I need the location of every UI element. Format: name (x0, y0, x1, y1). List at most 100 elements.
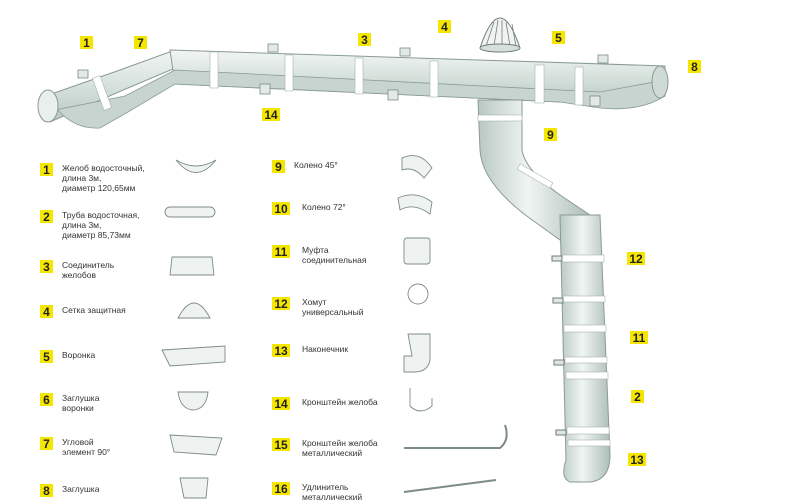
badge-number: 3 (43, 260, 50, 274)
legend-item-14: 14 Кронштейн желоба (272, 397, 378, 411)
callout-9: 9 (544, 128, 557, 142)
legend-label-line: Кронштейн желоба (302, 438, 378, 448)
badge-number: 14 (274, 397, 288, 411)
badge-bg (272, 245, 290, 258)
badge-number: 3 (361, 33, 368, 47)
badge-number: 7 (43, 437, 50, 451)
callout-4: 4 (438, 20, 451, 34)
badge-bg (134, 36, 147, 49)
mesh-thumb-icon (177, 302, 211, 319)
legend-badge-12: 12 (272, 297, 290, 311)
badge-number: 2 (634, 390, 641, 404)
badge-bg (40, 437, 53, 450)
badge-bg (262, 108, 280, 121)
legend-badge-9: 9 (272, 160, 285, 174)
badge-number: 12 (274, 297, 288, 311)
badge-bg (438, 20, 451, 33)
downpipe-vertical (559, 214, 611, 483)
callout-11: 11 (630, 331, 648, 345)
badge-number: 1 (83, 36, 90, 50)
badge-bg (628, 453, 646, 466)
legend-item-10: 10 Колено 72° (272, 202, 346, 216)
badge-number: 10 (274, 202, 288, 216)
legend-label-line: Удлинитель (302, 482, 349, 492)
badge-bg (544, 128, 557, 141)
legend-label-line: металлический (302, 448, 362, 458)
legend-label-line: Колено 72° (302, 202, 346, 212)
legend-badge-10: 10 (272, 202, 290, 216)
legend-item-5: 5 Воронка (40, 350, 95, 364)
clamp-thumb-icon (407, 283, 429, 305)
callout-8: 8 (688, 60, 701, 74)
legend-badge-5: 5 (40, 350, 53, 364)
legend-label-line: желобов (62, 270, 97, 280)
legend-badge-15: 15 (272, 438, 290, 452)
gutter-right-end-cap (651, 65, 669, 99)
leaf-guard-mesh (479, 17, 521, 53)
legend-label-line: металлический (302, 492, 362, 500)
badge-number: 4 (441, 20, 448, 34)
callout-12: 12 (627, 252, 645, 266)
callout-14: 14 (262, 108, 280, 122)
legend-badge-7: 7 (40, 437, 53, 451)
badge-number: 5 (555, 31, 562, 45)
corner-thumb-icon (169, 434, 223, 456)
legend-label-line: Воронка (62, 350, 95, 360)
legend-label-line: Заглушка (62, 484, 100, 494)
callout-13: 13 (628, 453, 646, 467)
connector-thumb-icon (169, 256, 215, 276)
end-cap-thumb-icon (179, 477, 209, 499)
badge-number: 6 (43, 393, 50, 407)
funnel-cap-thumb-icon (177, 391, 209, 411)
badge-number: 12 (629, 252, 643, 266)
legend-badge-1: 1 (40, 163, 53, 177)
legend-label-line: воронки (62, 403, 94, 413)
part-thumbnails (161, 155, 508, 499)
badge-number: 9 (547, 128, 554, 142)
legend-badge-13: 13 (272, 344, 290, 358)
legend-label-line: Угловой (62, 437, 94, 447)
legend-badge-11: 11 (272, 245, 290, 259)
gutter-connector-bands (92, 51, 584, 111)
badge-bg (40, 305, 53, 318)
badge-bg (627, 252, 645, 265)
legend-label-line: Колено 45° (294, 160, 338, 170)
outlet-thumb-icon (403, 333, 431, 373)
legend-badge-16: 16 (272, 482, 290, 496)
legend-label-line: Кронштейн желоба (302, 397, 378, 407)
gutter-left-end (37, 89, 59, 123)
gutter-assembly-illustration (37, 17, 669, 483)
downpipe-clamps (551, 255, 567, 436)
badge-number: 9 (275, 160, 282, 174)
gutter-brackets (77, 43, 609, 107)
elbow72-thumb-icon (397, 194, 433, 215)
legend-label-line: Муфта (302, 245, 329, 255)
legend-badge-4: 4 (40, 305, 53, 319)
badge-bg (40, 484, 53, 497)
badge-bg (40, 210, 53, 223)
badge-bg (688, 60, 701, 73)
badge-bg (272, 297, 290, 310)
legend-label-line: диаметр 120,65мм (62, 183, 136, 193)
legend-badge-2: 2 (40, 210, 53, 224)
badge-number: 1 (43, 163, 50, 177)
pipe-thumb-icon (164, 206, 216, 218)
legend-label-line: Соединитель (62, 260, 115, 270)
extension-thumb-icon (403, 479, 497, 493)
legend-badge-3: 3 (40, 260, 53, 274)
gutter-thumb-icon (175, 159, 217, 173)
downpipe-bands (477, 114, 611, 447)
legend-label-line: Труба водосточная, (62, 210, 140, 220)
callout-3: 3 (358, 33, 371, 47)
badge-bg (272, 160, 285, 173)
